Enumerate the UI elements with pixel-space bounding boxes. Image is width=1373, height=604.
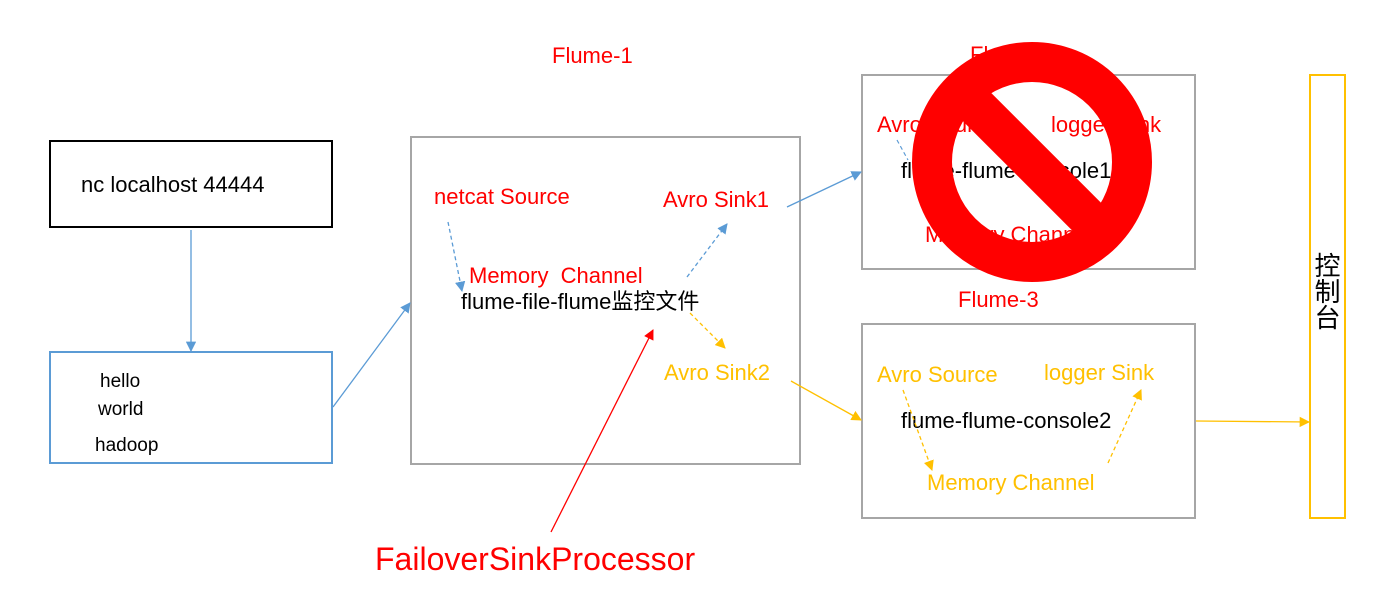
nc-localhost-label: nc localhost 44444 [81, 172, 265, 197]
arrow-processor-to-flume1 [550, 329, 654, 533]
input-line-hello: hello [100, 371, 141, 392]
arrow-flume3-source-to-channel [902, 389, 934, 471]
arrow-input-to-flume1 [332, 302, 411, 408]
flume3-box [861, 323, 1196, 519]
processor-label: FailoverSinkProcessor [375, 541, 696, 577]
arrow-source-to-channel [447, 221, 466, 293]
input-line-hadoop: hadoop [95, 435, 159, 456]
console-label: 控制台 [1311, 252, 1341, 330]
flume1-sink2-label: Avro Sink2 [664, 360, 770, 385]
flume1-name-label: flume-file-flume监控文件 [461, 289, 700, 314]
arrow-flume3-to-console [1195, 416, 1311, 428]
flume1-box [410, 136, 801, 465]
console-box [1309, 74, 1346, 519]
flume3-channel-label: Memory Channel [927, 470, 1095, 495]
arrow-flume2-source-to-channel [896, 139, 909, 161]
flume3-name-label: flume-flume-console2 [901, 408, 1112, 433]
arrow-sink1-to-flume2 [786, 171, 862, 208]
arrow-flume3-channel-to-sink [1107, 389, 1142, 464]
flume1-title: Flume-1 [552, 43, 633, 68]
flume3-source-label: Avro Source [877, 362, 998, 387]
input-line-world: world [98, 399, 144, 420]
flume1-sink1-label: Avro Sink1 [663, 187, 769, 212]
flume3-sink-label: logger Sink [1044, 360, 1155, 385]
arrow-sink2-to-flume3 [790, 380, 862, 421]
flume1-source-label: netcat Source [434, 184, 570, 209]
arrow-channel-to-sink2 [689, 312, 726, 349]
nc-localhost-box [49, 140, 333, 228]
arrow-channel-to-sink1 [686, 223, 728, 278]
flume1-channel-label: Memory Channel [469, 263, 643, 288]
flume3-title: Flume-3 [958, 287, 1039, 312]
no-entry-icon [912, 42, 1152, 282]
